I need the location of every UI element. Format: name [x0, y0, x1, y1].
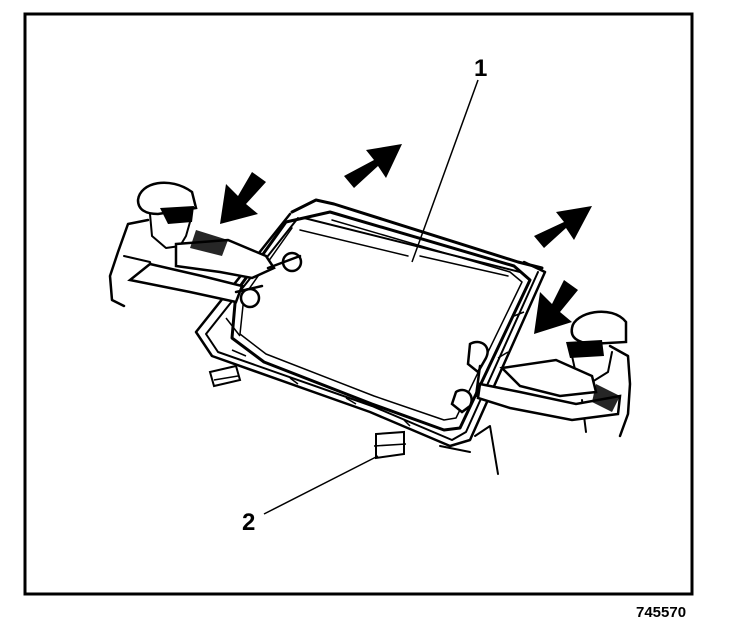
arrow-up-right-1 — [344, 144, 402, 188]
movement-arrows — [220, 144, 592, 334]
callout-2-label: 2 — [242, 509, 255, 536]
callout-2-leader — [263, 455, 379, 515]
arrow-up-right-2 — [534, 206, 592, 248]
vehicle-body — [194, 198, 547, 475]
callout-1-leader — [411, 79, 479, 263]
windshield-glass — [230, 210, 532, 432]
figure-id: 745570 — [636, 604, 686, 621]
lower-support-block — [373, 430, 407, 460]
callout-1-label: 1 — [474, 55, 487, 82]
figure-frame — [23, 12, 694, 596]
technician-left — [108, 181, 303, 309]
technician-right — [450, 310, 632, 438]
arrow-down-left-1 — [220, 172, 266, 224]
arrow-down-left-2 — [534, 280, 578, 334]
